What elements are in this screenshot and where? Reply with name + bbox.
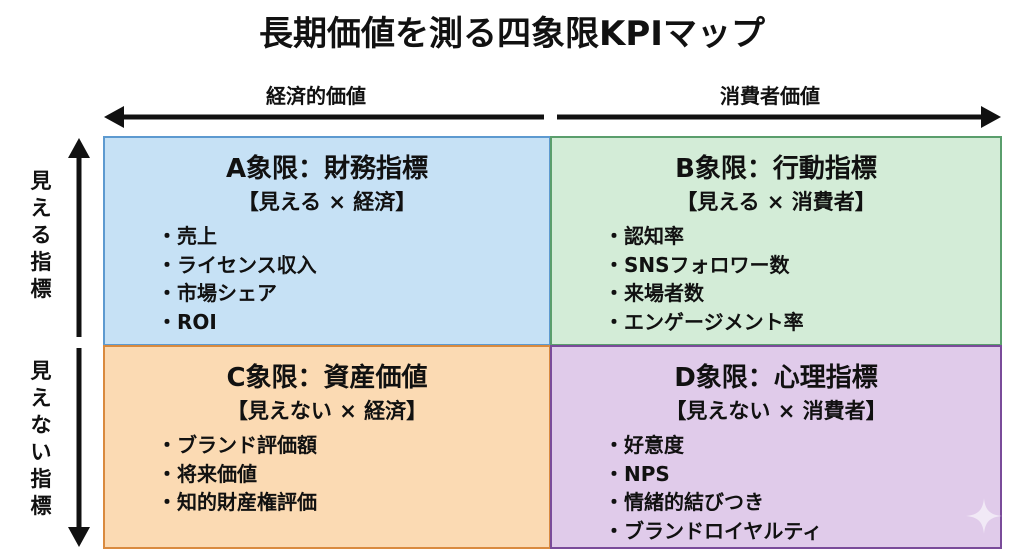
axis-label-consumer: 消費者価値 [720,84,820,108]
axis-label-visible: 見える指標 [30,169,52,301]
list-item: 情緒的結びつき [604,488,822,517]
quadrant-items: 好意度 NPS 情緒的結びつき ブランドロイヤルティ [604,431,822,545]
list-item: NPS [604,460,822,489]
quadrant-b: B象限：行動指標 【見える × 消費者】 認知率 SNSフォロワー数 来場者数 … [550,136,1002,346]
list-item: 認知率 [604,222,804,251]
list-item: ROI [157,308,317,337]
sparkle-icon [966,498,1002,534]
list-item: ブランドロイヤルティ [604,517,822,546]
quadrant-subheading: 【見えない × 経済】 [226,399,428,423]
quadrant-items: 売上 ライセンス収入 市場シェア ROI [157,222,317,336]
arrow-up [68,138,90,337]
quadrant-subheading: 【見える × 経済】 [237,190,417,214]
quadrant-a: A象限：財務指標 【見える × 経済】 売上 ライセンス収入 市場シェア ROI [103,136,551,346]
list-item: 来場者数 [604,279,804,308]
quadrant-d: D象限：心理指標 【見えない × 消費者】 好意度 NPS 情緒的結びつき ブラ… [550,345,1002,549]
list-item: ブランド評価額 [157,431,317,460]
arrow-right [557,106,1001,128]
arrow-left [104,106,544,128]
quadrant-heading: D象限：心理指標 [674,363,878,393]
quadrant-heading: A象限：財務指標 [225,154,429,184]
arrow-down [68,348,90,547]
page-title: 長期価値を測る四象限KPIマップ [259,14,765,54]
quadrant-subheading: 【見えない × 消費者】 [665,399,887,423]
quadrant-items: 認知率 SNSフォロワー数 来場者数 エンゲージメント率 [604,222,804,336]
list-item: 将来価値 [157,460,317,489]
list-item: エンゲージメント率 [604,308,804,337]
quadrant-subheading: 【見える × 消費者】 [676,190,876,214]
list-item: 知的財産権評価 [157,488,317,517]
list-item: SNSフォロワー数 [604,251,804,280]
axis-label-invisible: 見えない指標 [30,359,52,518]
quadrant-c: C象限：資産価値 【見えない × 経済】 ブランド評価額 将来価値 知的財産権評… [103,345,551,549]
list-item: ライセンス収入 [157,251,317,280]
list-item: 売上 [157,222,317,251]
list-item: 市場シェア [157,279,317,308]
list-item: 好意度 [604,431,822,460]
quadrant-heading: B象限：行動指標 [675,154,877,184]
quadrant-items: ブランド評価額 将来価値 知的財産権評価 [157,431,317,517]
quadrant-heading: C象限：資産価値 [226,363,428,393]
axis-label-economic: 経済的価値 [266,84,366,108]
